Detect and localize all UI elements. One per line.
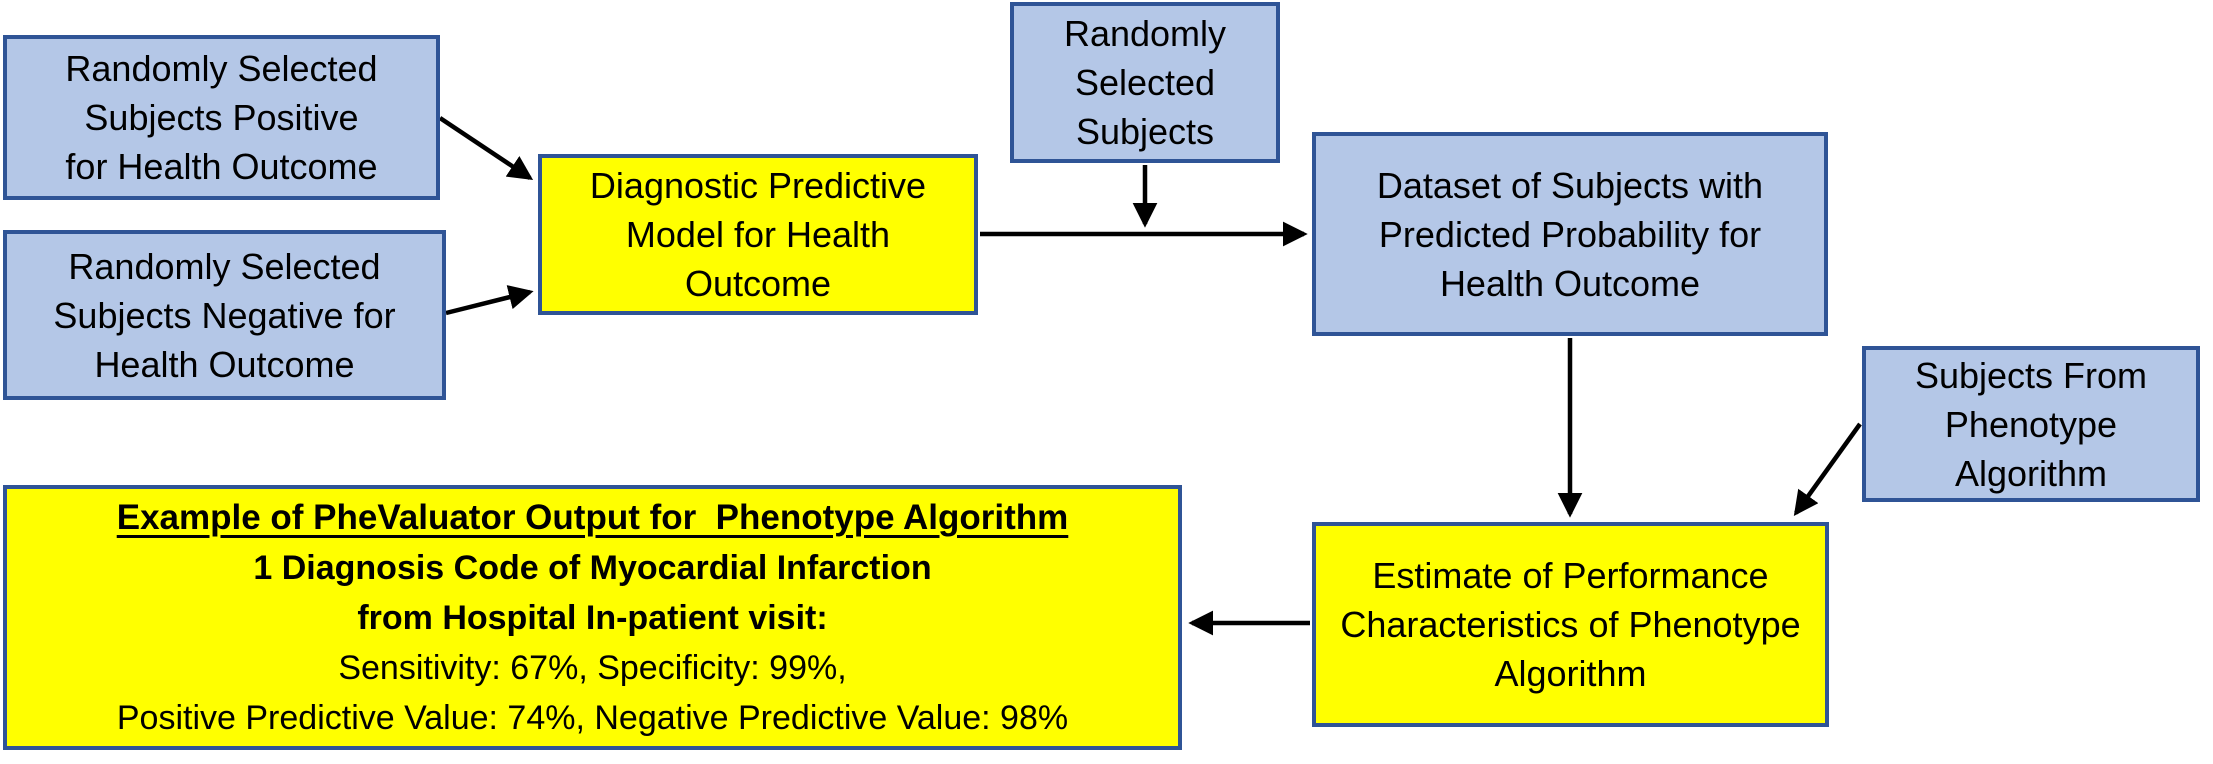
box-text-line: Health Outcome (1439, 262, 1701, 304)
box-text-line: Model for Health (625, 214, 891, 255)
box-text-line: Subjects Positive (84, 97, 359, 138)
box-dataset-predicted-probability: Dataset of Subjects with Predicted Proba… (1312, 132, 1828, 336)
box-text-line: for Health Outcome (65, 146, 378, 187)
box-randomly-selected-subjects: Randomly Selected Subjects (1010, 2, 1280, 163)
box-text-line: Subjects From (1914, 354, 2148, 396)
arrow-negative-to-model (445, 285, 534, 316)
box-randomly-selected-negative: Randomly Selected Subjects Negative for … (3, 230, 446, 400)
box-text-line: Estimate of Performance (1372, 555, 1769, 596)
box-text-line: Selected (1074, 62, 1216, 103)
box-diagnostic-predictive-model: Diagnostic Predictive Model for Health O… (538, 154, 978, 315)
box-text-line: Outcome (684, 263, 832, 304)
example-output-diagnosis-line: 1 Diagnosis Code of Myocardial Infarctio… (253, 548, 932, 587)
box-text-line: Subjects Negative for (53, 294, 396, 336)
box-estimate-performance-characteristics: Estimate of Performance Characteristics … (1312, 522, 1829, 727)
box-text-line: Health Outcome (94, 343, 355, 385)
arrow-phenotype-subjects-to-estimate (1793, 422, 1862, 517)
box-randomly-selected-positive: Randomly Selected Subjects Positive for … (3, 35, 440, 200)
box-text-line: Algorithm (1494, 653, 1647, 694)
box-phevaluator-example-output: Example of PheValuator Output for Phenot… (3, 485, 1182, 750)
box-text-line: Randomly Selected (65, 48, 378, 89)
box-text-line: Diagnostic Predictive (589, 165, 927, 206)
box-text-line: Algorithm (1954, 452, 2108, 494)
example-output-predictive-values: Positive Predictive Value: 74%, Negative… (116, 698, 1069, 737)
box-subjects-from-phenotype-algorithm: Subjects From Phenotype Algorithm (1862, 346, 2200, 502)
example-output-visit-line: from Hospital In-patient visit: (357, 598, 828, 637)
example-output-sensitivity-specificity: Sensitivity: 67%, Specificity: 99%, (338, 648, 847, 687)
box-text-line: Randomly Selected (68, 245, 381, 287)
box-text-line: Subjects (1075, 111, 1215, 152)
example-output-title: Example of PheValuator Output for Phenot… (116, 497, 1069, 537)
arrow-positive-to-model (438, 116, 534, 181)
box-text-line: Characteristics of Phenotype (1340, 604, 1801, 645)
box-text-line: Predicted Probability for (1378, 213, 1762, 255)
box-text-line: Phenotype (1944, 403, 2118, 445)
box-text-line: Randomly (1063, 13, 1227, 54)
box-text-line: Dataset of Subjects with (1376, 164, 1764, 206)
